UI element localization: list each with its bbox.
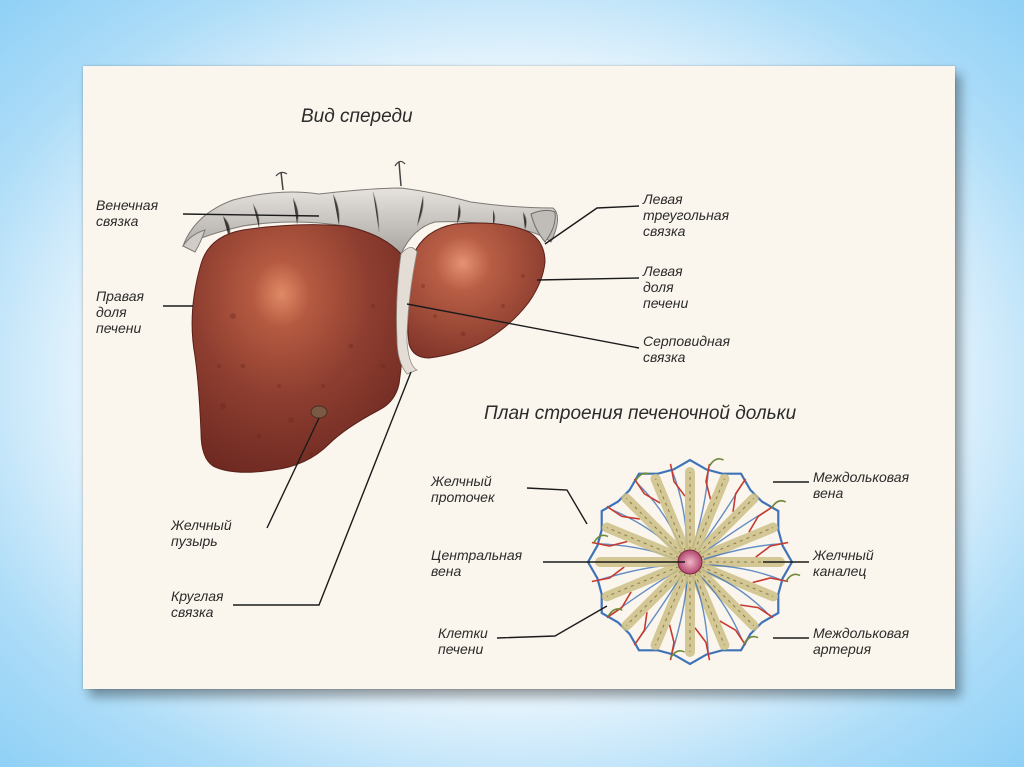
cell-plate-detail bbox=[606, 566, 680, 597]
svg-text:связка: связка bbox=[96, 213, 139, 229]
interlobular-artery-branch bbox=[719, 620, 747, 646]
liver-illustration bbox=[182, 160, 558, 473]
label-liver-cells: Клетки печени bbox=[438, 605, 608, 657]
sinusoid-vessel bbox=[701, 569, 769, 615]
label-interlobular-artery: Междольковая артерия bbox=[773, 625, 910, 657]
label-round-ligament: Круглая связка bbox=[171, 371, 412, 620]
slide-panel: Вид спереди План строения печеночной дол… bbox=[83, 66, 955, 689]
interlobular-artery-branch bbox=[633, 478, 661, 504]
bile-ductule-branch bbox=[743, 635, 759, 645]
label-bile-canaliculus: Желчный каналец bbox=[763, 547, 874, 579]
svg-text:печени: печени bbox=[96, 320, 141, 336]
interlobular-artery-branch bbox=[752, 577, 789, 584]
interlobular-artery-branch bbox=[739, 604, 774, 619]
bile-ductule-branch bbox=[635, 472, 651, 481]
interlobular-artery-branch bbox=[705, 463, 712, 500]
svg-text:проточек: проточек bbox=[431, 489, 496, 505]
cell-plate-detail bbox=[655, 572, 686, 646]
interlobular-artery-branch bbox=[591, 566, 625, 583]
falciform-ligament-shape bbox=[396, 247, 418, 375]
interlobular-artery-branch bbox=[694, 627, 711, 661]
svg-text:Правая: Правая bbox=[96, 288, 145, 304]
interlobular-artery-branch bbox=[732, 478, 747, 513]
bile-ductule-branch bbox=[607, 608, 623, 617]
right-lobe-shape bbox=[191, 224, 406, 473]
label-right-lobe: Правая доля печени bbox=[96, 288, 193, 336]
cell-plate-detail bbox=[698, 498, 754, 554]
svg-text:Междольковая: Междольковая bbox=[813, 625, 910, 641]
cell-plate-detail bbox=[694, 572, 725, 646]
svg-text:связка: связка bbox=[171, 604, 214, 620]
label-falciform-ligament: Серповидная связка bbox=[406, 303, 730, 365]
label-gallbladder: Желчный пузырь bbox=[170, 417, 320, 549]
liver-diagram: Вид спереди План строения печеночной дол… bbox=[96, 106, 910, 666]
interlobular-artery-branch bbox=[606, 505, 641, 520]
interlobular-artery-branch bbox=[668, 624, 675, 661]
svg-text:Круглая: Круглая bbox=[171, 588, 224, 604]
bile-ductule-branch bbox=[708, 458, 724, 467]
interlobular-artery-branch bbox=[755, 541, 789, 558]
gallbladder-shape bbox=[310, 405, 328, 419]
cell-plate-detail bbox=[700, 527, 774, 558]
svg-text:Левая: Левая bbox=[642, 263, 683, 279]
svg-text:Междольковая: Междольковая bbox=[813, 469, 910, 485]
front-view-title: Вид спереди bbox=[301, 106, 413, 127]
svg-text:Желчный: Желчный bbox=[170, 517, 232, 533]
cell-plate-detail bbox=[655, 478, 686, 552]
left-lobe-shape bbox=[407, 222, 546, 359]
interlobular-artery-branch bbox=[606, 591, 632, 619]
svg-text:Левая: Левая bbox=[642, 191, 683, 207]
lobule-illustration bbox=[586, 458, 801, 666]
sinusoid-vessel bbox=[703, 564, 783, 581]
svg-text:артерия: артерия bbox=[813, 641, 872, 657]
svg-text:печени: печени bbox=[438, 641, 483, 657]
label-bile-ductule: Желчный проточек bbox=[430, 473, 588, 525]
label-left-lobe: Левая доля печени bbox=[536, 263, 688, 311]
interlobular-artery-branch bbox=[591, 540, 628, 547]
cell-plate-detail bbox=[606, 527, 680, 558]
bile-ductule-branch bbox=[593, 534, 609, 543]
cell-plate-detail bbox=[700, 566, 774, 597]
svg-text:Серповидная: Серповидная bbox=[643, 333, 730, 349]
label-coronary-ligament: Венечная связка bbox=[96, 197, 320, 229]
svg-text:Центральная: Центральная bbox=[431, 547, 523, 563]
svg-text:треугольная: треугольная bbox=[643, 207, 730, 223]
bile-ductule-branch bbox=[771, 499, 787, 509]
cell-plate-detail bbox=[626, 570, 682, 626]
bile-ductule-branch bbox=[785, 573, 801, 582]
svg-text:связка: связка bbox=[643, 223, 686, 239]
svg-text:Клетки: Клетки bbox=[438, 625, 488, 641]
svg-text:Желчный: Желчный bbox=[430, 473, 492, 489]
svg-text:Венечная: Венечная bbox=[96, 197, 159, 213]
svg-text:вена: вена bbox=[813, 485, 843, 501]
svg-text:печени: печени bbox=[643, 295, 688, 311]
sinusoid-vessel bbox=[697, 573, 743, 641]
svg-text:пузырь: пузырь bbox=[171, 533, 218, 549]
interlobular-artery-branch bbox=[669, 463, 686, 497]
svg-text:Желчный: Желчный bbox=[812, 547, 874, 563]
svg-text:вена: вена bbox=[431, 563, 461, 579]
interlobular-artery-branch bbox=[748, 505, 774, 533]
svg-text:доля: доля bbox=[96, 304, 127, 320]
lobule-title: План строения печеночной дольки bbox=[484, 403, 797, 424]
bile-ductule-branch bbox=[669, 650, 685, 659]
svg-text:доля: доля bbox=[643, 279, 674, 295]
label-central-vein: Центральная вена bbox=[431, 547, 685, 579]
label-interlobular-vein: Междольковая вена bbox=[773, 469, 910, 501]
sinusoid-vessel bbox=[692, 575, 709, 655]
cell-plate-detail bbox=[626, 498, 682, 554]
svg-text:связка: связка bbox=[643, 349, 686, 365]
cell-plate-detail bbox=[694, 478, 725, 552]
label-left-triangular-ligament: Левая треугольная связка bbox=[544, 191, 730, 245]
cell-plate-detail bbox=[698, 570, 754, 626]
interlobular-artery-branch bbox=[633, 611, 648, 646]
svg-text:каналец: каналец bbox=[813, 563, 866, 579]
